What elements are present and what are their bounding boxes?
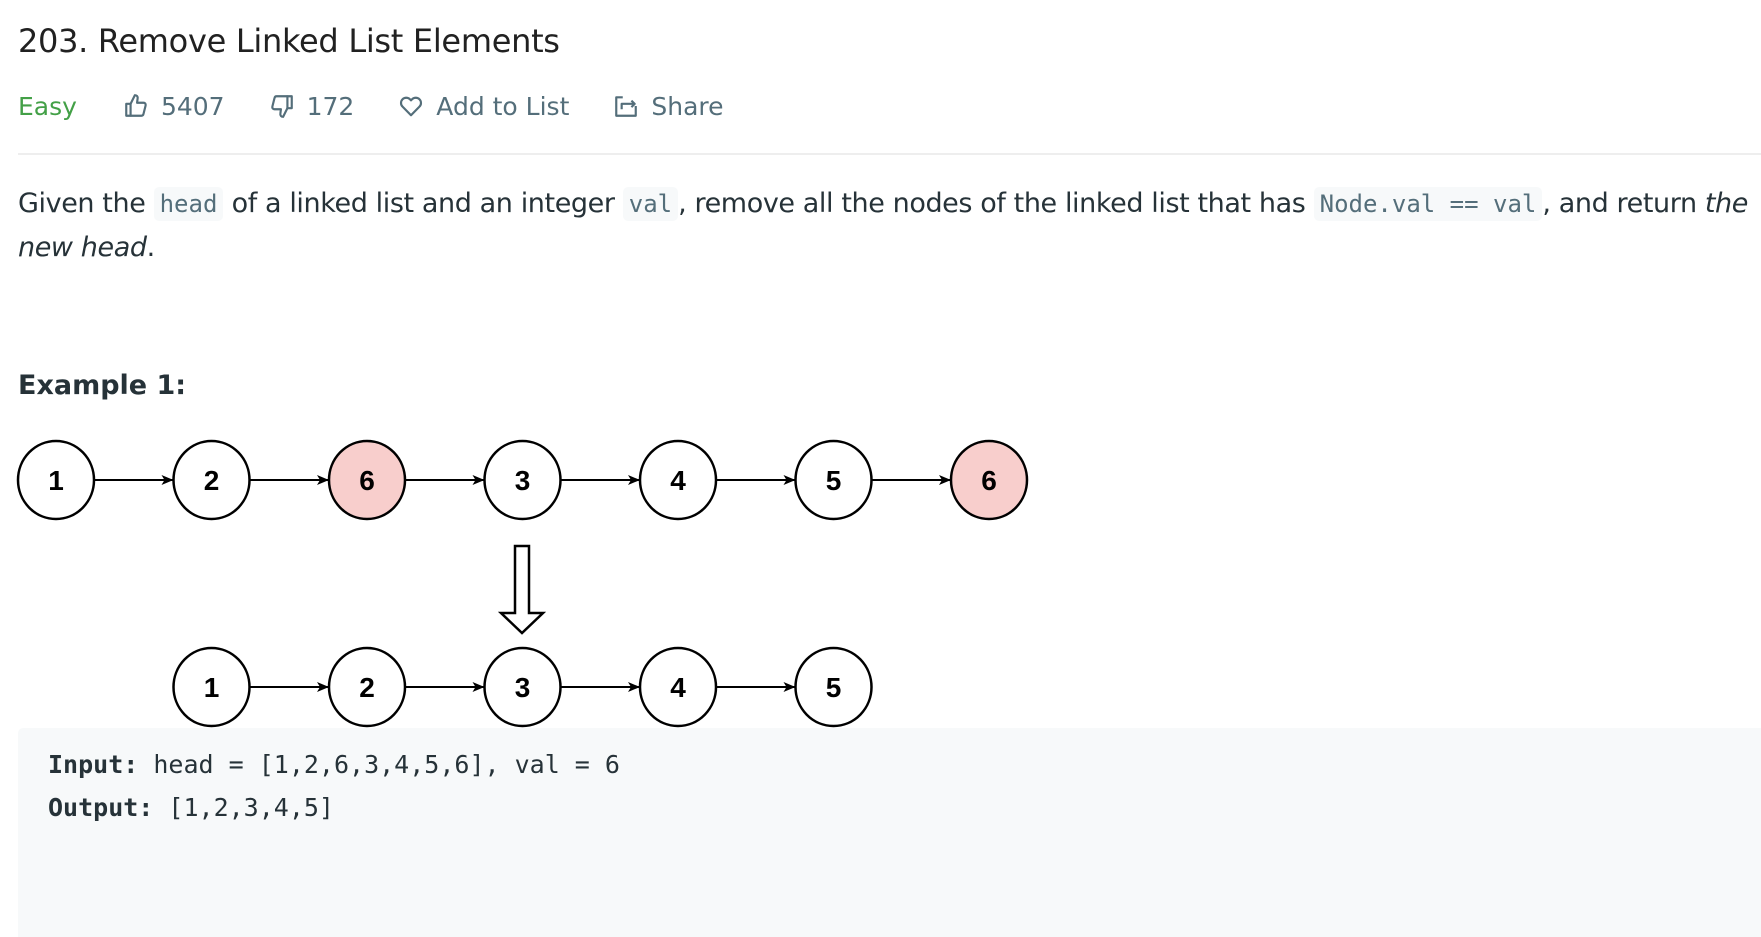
thumbs-down-icon	[270, 95, 293, 118]
node-value-label: 4	[670, 672, 686, 703]
problem-meta-bar: Easy 5407 172 Add to List Share	[18, 86, 768, 126]
share-button[interactable]: Share	[613, 91, 724, 121]
inline-code-val: val	[622, 187, 679, 221]
node-value-label: 1	[204, 672, 220, 703]
list-node	[327, 646, 407, 728]
like-button[interactable]: 5407	[123, 92, 225, 121]
problem-title: 203. Remove Linked List Elements	[18, 22, 560, 60]
desc-text: Given the	[18, 188, 154, 219]
list-node	[483, 646, 562, 728]
node-value-label: 5	[826, 672, 842, 703]
list-node	[794, 439, 873, 521]
desc-text: , remove all the nodes of the linked lis…	[678, 188, 1314, 219]
node-value-label: 2	[359, 672, 375, 703]
node-value-label: 1	[48, 465, 64, 496]
list-after: 1 2 3 4 5	[172, 646, 873, 728]
removed-node	[949, 439, 1029, 521]
inline-code-condition: Node.val == val	[1313, 187, 1543, 221]
output-value: [1,2,3,4,5]	[153, 793, 334, 822]
node-value-label: 3	[515, 672, 531, 703]
difficulty-badge: Easy	[18, 91, 77, 121]
list-node	[16, 439, 96, 521]
transform-arrow-icon	[497, 544, 547, 635]
header-divider	[18, 153, 1761, 155]
node-value-label: 4	[670, 465, 686, 496]
desc-text: , and return	[1542, 188, 1705, 219]
list-before: 1 2 6 3 4 5 6	[16, 439, 1029, 521]
inline-code-head: head	[153, 187, 224, 221]
node-value-label: 2	[204, 465, 220, 496]
linked-list-diagram: 1 2 6 3 4 5 6 1 2 3 4 5	[16, 439, 1029, 728]
share-label: Share	[651, 91, 724, 121]
list-node	[172, 439, 251, 521]
input-value: head = [1,2,6,3,4,5,6], val = 6	[138, 750, 620, 779]
input-label: Input:	[48, 750, 139, 779]
list-node	[794, 646, 873, 728]
list-node	[172, 646, 251, 728]
example-io-block: Input: head = [1,2,6,3,4,5,6], val = 6 O…	[18, 728, 1761, 937]
list-node	[638, 439, 718, 521]
dislike-count: 172	[306, 91, 355, 121]
node-value-label: 6	[359, 465, 375, 496]
add-to-list-label: Add to List	[436, 91, 570, 121]
like-count: 5407	[160, 91, 225, 121]
problem-description: Given the head of a linked list and an i…	[18, 182, 1758, 269]
desc-text: of a linked list and an integer	[223, 188, 623, 219]
example-input: Input: head = [1,2,6,3,4,5,6], val = 6	[48, 750, 620, 779]
example-output: Output: [1,2,3,4,5]	[48, 793, 334, 822]
add-to-list-button[interactable]: Add to List	[398, 92, 569, 121]
dislike-button[interactable]: 172	[269, 91, 355, 121]
list-node	[638, 646, 718, 728]
node-value-label: 5	[826, 465, 842, 496]
heart-icon	[400, 96, 423, 117]
share-icon	[615, 96, 638, 117]
list-node	[483, 439, 562, 521]
output-label: Output:	[48, 793, 154, 822]
removed-node	[327, 439, 407, 521]
desc-emphasis: the new head	[18, 188, 1748, 263]
node-value-label: 6	[981, 465, 997, 496]
example-title: Example 1:	[18, 370, 187, 401]
desc-text: .	[146, 232, 156, 263]
thumbs-up-icon	[125, 94, 147, 117]
node-value-label: 3	[515, 465, 531, 496]
